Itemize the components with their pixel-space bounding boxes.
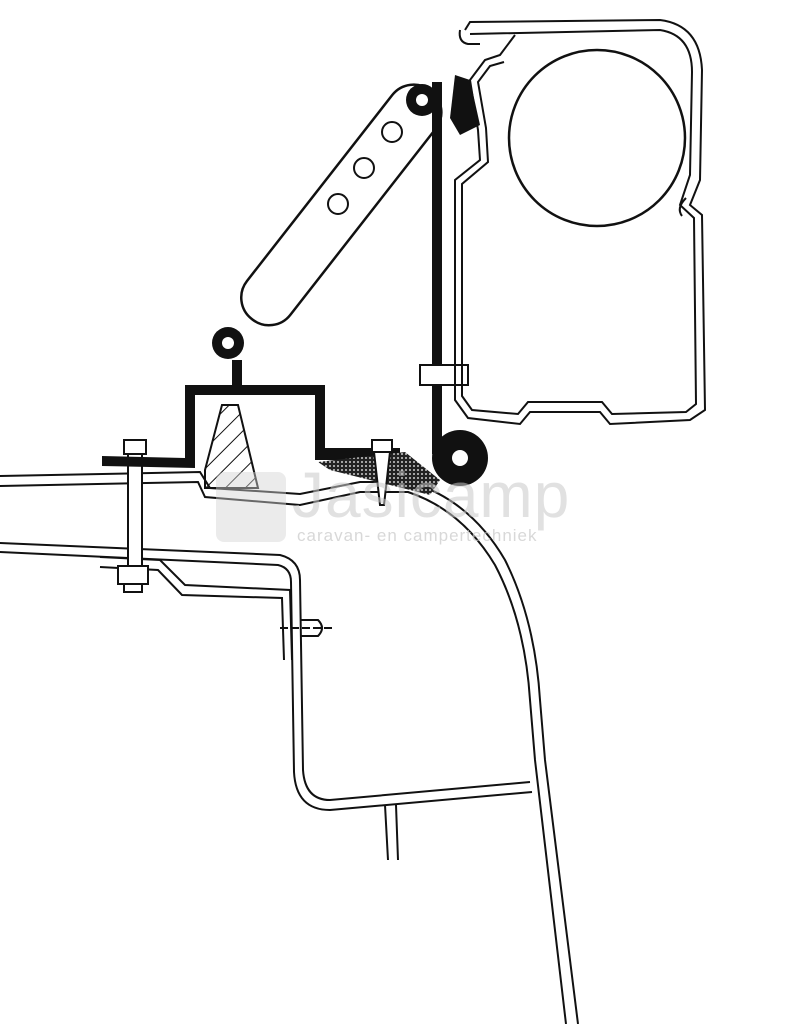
roof-outer-skin [0, 470, 579, 1024]
watermark-logo-icon [216, 472, 286, 542]
watermark-brand: Jasicamp [292, 459, 571, 531]
screw [371, 439, 393, 506]
adjustment-arm [212, 83, 443, 359]
bolt [117, 439, 149, 593]
watermark-tagline: caravan- en campertechniek [297, 526, 538, 545]
awning-profile [454, 18, 707, 426]
roof-inner-frame [0, 542, 533, 861]
